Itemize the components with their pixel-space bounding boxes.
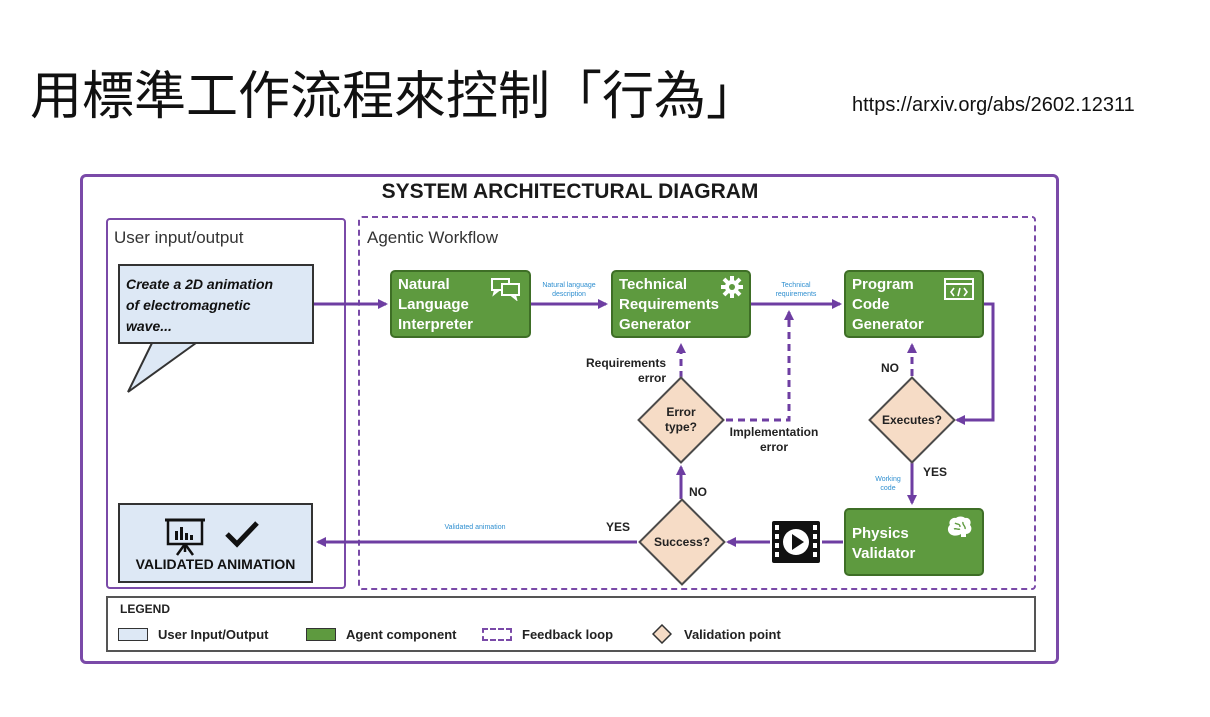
implementation-error-label: Implementation error: [729, 425, 819, 454]
executes-yes-label: YES: [923, 465, 948, 479]
user-prompt-bubble: Create a 2D animation of electromagnetic…: [118, 264, 314, 344]
speech-bubbles-icon: [491, 278, 520, 301]
working-code-label: Working code: [875, 476, 901, 492]
diagram-title: SYSTEM ARCHITECTURAL DIAGRAM: [381, 180, 759, 203]
success-no-label: NO: [689, 485, 707, 499]
edge-pcg-to-executes: [955, 302, 995, 425]
nl-description-label: Natural language description: [542, 282, 596, 298]
legend-label-validation: Validation point: [684, 626, 781, 642]
presentation-chart-icon: [165, 518, 205, 556]
edge-errortype-to-pcg-line: [726, 310, 794, 422]
validated-animation-output: VALIDATED ANIMATION: [118, 503, 313, 583]
executes-no-label: NO: [881, 361, 899, 375]
code-window-icon: [944, 278, 974, 300]
agentic-workflow-section: [358, 216, 1036, 590]
checkmark-icon: [225, 521, 259, 548]
output-label: VALIDATED ANIMATION: [135, 556, 296, 572]
error-type-label: Error type?: [664, 405, 697, 434]
legend-swatch-agent: [306, 627, 336, 641]
physics-validator-node: Physics Validator: [844, 508, 984, 576]
gear-icon: [721, 276, 743, 298]
pcg-label: Program Code Generator: [852, 276, 924, 333]
validated-animation-edge-label: Validated animation: [444, 524, 506, 531]
requirements-error-label: Requirements error: [586, 356, 667, 385]
agentic-workflow-section-label: Agentic Workflow: [367, 228, 499, 247]
diagram-frame: [80, 174, 1059, 664]
legend-label-user-io: User Input/Output: [158, 626, 269, 642]
user-io-section: [106, 218, 346, 589]
brain-icon: [947, 516, 972, 537]
legend-item-agent: Agent component: [306, 626, 457, 642]
legend-label-loop: Feedback loop: [522, 626, 614, 642]
technical-requirements-generator-node: Technical Requirements Generator: [611, 270, 751, 338]
success-label: Success?: [653, 535, 711, 549]
tech-requirements-label: Technical requirements: [775, 282, 817, 298]
legend-swatch-user-io: [118, 627, 148, 641]
legend-swatch-loop: [482, 627, 512, 641]
legend-label-agent: Agent component: [346, 626, 457, 642]
legend: LEGEND User Input/Output Agent component…: [106, 596, 1036, 652]
source-url[interactable]: https://arxiv.org/abs/2602.12311: [852, 94, 1135, 116]
legend-item-loop: Feedback loop: [482, 626, 613, 642]
video-play-icon: [772, 521, 820, 563]
success-yes-label: YES: [606, 520, 631, 534]
bubble-tail: [127, 342, 197, 393]
pv-label: Physics Validator: [852, 525, 916, 562]
trg-label: Technical Requirements Generator: [619, 276, 720, 333]
legend-title: LEGEND: [120, 602, 171, 616]
executes-label: Executes?: [881, 413, 943, 427]
program-code-generator-node: Program Code Generator: [844, 270, 984, 338]
legend-item-validation: Validation point: [648, 624, 781, 644]
nli-label: Natural Language Interpreter: [398, 276, 474, 333]
user-io-section-label: User input/output: [114, 228, 244, 247]
legend-swatch-validation: [652, 624, 672, 644]
slide-title: 用標準工作流程來控制「行為」: [30, 67, 759, 127]
natural-language-interpreter-node: Natural Language Interpreter: [390, 270, 531, 338]
legend-item-user-io: User Input/Output: [118, 626, 269, 642]
